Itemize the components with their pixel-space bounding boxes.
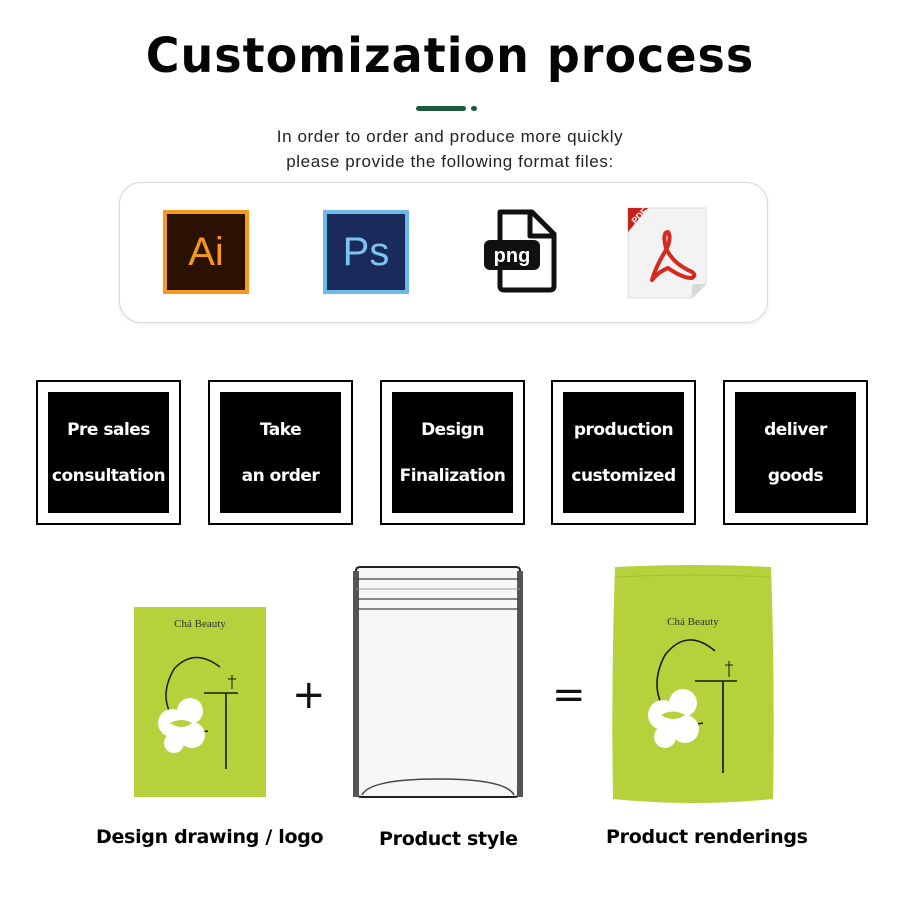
step-label-line1: Take [259,419,302,440]
png-icon-label: png [494,245,531,267]
step-label-line2: consultation [51,465,166,486]
pdf-file-icon: PDF [622,204,714,302]
page-title: Customization process [145,26,755,84]
title-divider [416,106,466,111]
step-pre-sales: Pre sales consultation [36,380,181,525]
adobe-photoshop-icon: Ps [323,210,409,294]
step-label-line1: deliver goods [764,419,827,486]
caption-product-style: Product style [379,828,518,850]
plus-sign: + [292,672,326,718]
step-label-line1: Design [421,419,484,440]
step-label-line2: customized [571,465,676,486]
step-production: production customized [551,380,696,525]
step-label-line1: Pre sales [67,419,150,440]
step-label-line2: an order [241,465,320,486]
adobe-illustrator-icon: Ai [163,210,249,294]
caption-product-renderings: Product renderings [606,826,808,848]
step-deliver-goods: deliver goods [723,380,868,525]
title-divider-dot [471,106,477,111]
subtitle-line-2: please provide the following format file… [286,152,614,171]
step-design-finalization: Design Finalization [380,380,525,525]
caption-design-drawing: Design drawing / logo [96,826,324,848]
design-drawing-bag [134,607,266,797]
step-label-line1: production [573,419,674,440]
ps-icon-label: Ps [342,229,390,274]
equals-sign: = [552,672,586,718]
step-label-line2: Finalization [399,465,506,486]
brand-text-flat: Chá Beauty [174,618,226,630]
brand-text-rendering: Chá Beauty [667,616,719,628]
ai-icon-label: Ai [188,229,224,274]
step-take-order: Take an order [208,380,353,525]
png-file-icon: png [482,208,562,294]
product-style-bag [352,565,524,801]
product-rendering-bag [607,563,779,807]
subtitle-line-1: In order to order and produce more quick… [276,127,624,146]
